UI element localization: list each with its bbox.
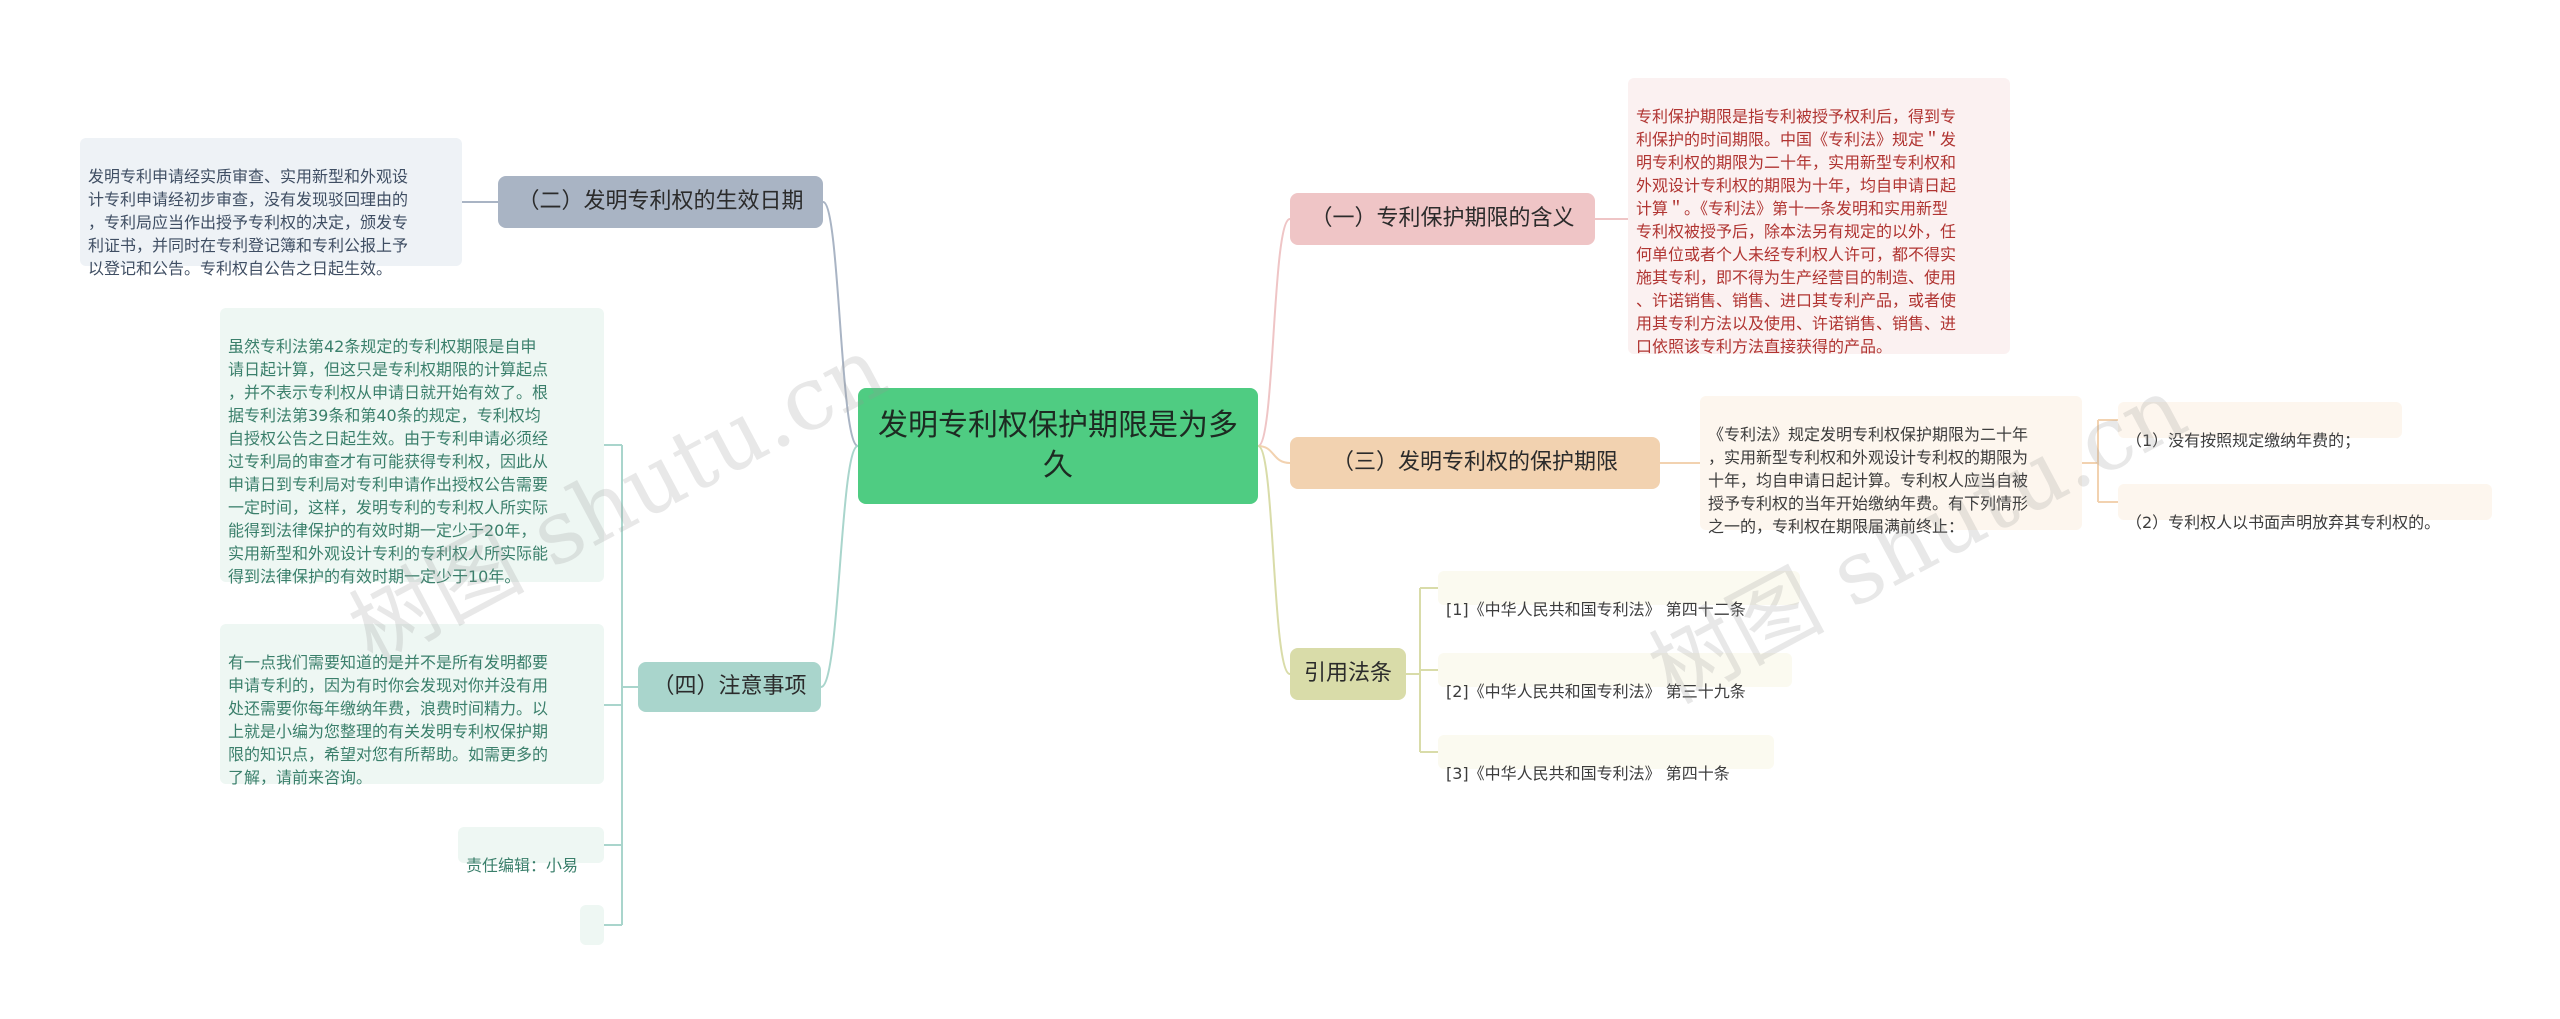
connector-center-topic3 bbox=[1257, 445, 1291, 464]
leaf-effective-date[interactable]: 发明专利申请经实质审查、实用新型和外观设 计专利申请经初步审查，没有发现驳回理由… bbox=[80, 138, 462, 278]
ref-item-2-text: [2]《中华人民共和国专利法》 第三十九条 bbox=[1446, 682, 1746, 701]
central-topic-label: 发明专利权保护期限是为多久 bbox=[878, 408, 1238, 483]
topic-meaning-label: （一）专利保护期限的含义 bbox=[1310, 206, 1575, 231]
ref-item-3-text: [3]《中华人民共和国专利法》 第四十条 bbox=[1446, 764, 1730, 783]
leaf-condition-2-text: （2）专利权人以书面声明放弃其专利权的。 bbox=[2126, 513, 2441, 532]
leaf-condition-1-text: （1）没有按照规定缴纳年费的； bbox=[2126, 431, 2361, 450]
connector-center-topic4 bbox=[820, 445, 859, 688]
topic-effective-date[interactable]: （二）发明专利权的生效日期 bbox=[498, 176, 823, 228]
topic-notes-label: （四）注意事项 bbox=[652, 674, 807, 699]
leaf-notes-1-text: 虽然专利法第42条规定的专利权期限是自申 请日起计算，但这只是专利权期限的计算起… bbox=[228, 337, 549, 586]
topic-meaning[interactable]: （一）专利保护期限的含义 bbox=[1290, 193, 1595, 245]
leaf-condition-2[interactable]: （2）专利权人以书面声明放弃其专利权的。 bbox=[2118, 484, 2492, 532]
leaf-empty[interactable] bbox=[580, 905, 604, 945]
leaf-notes-2[interactable]: 有一点我们需要知道的是并不是所有发明都要 申请专利的，因为有时你会发现对你并没有… bbox=[220, 624, 604, 787]
central-topic[interactable]: 发明专利权保护期限是为多久 bbox=[858, 388, 1258, 504]
topic-refs-label: 引用法条 bbox=[1303, 661, 1392, 686]
connector-refs-bracket bbox=[1406, 587, 1438, 753]
leaf-protection-period-text: 《专利法》规定发明专利权保护期限为二十年 ，实用新型专利权和外观设计专利权的期限… bbox=[1708, 425, 2029, 536]
topic-refs[interactable]: 引用法条 bbox=[1290, 648, 1406, 700]
topic-protection-period[interactable]: （三）发明专利权的保护期限 bbox=[1290, 437, 1660, 489]
leaf-editor[interactable]: 责任编辑：小易 bbox=[458, 827, 604, 875]
leaf-effective-date-text: 发明专利申请经实质审查、实用新型和外观设 计专利申请经初步审查，没有发现驳回理由… bbox=[88, 167, 409, 278]
topic-effective-date-label: （二）发明专利权的生效日期 bbox=[517, 189, 804, 214]
ref-item-1-text: [1]《中华人民共和国专利法》 第四十二条 bbox=[1446, 600, 1746, 619]
connector-center-topic2 bbox=[822, 201, 859, 447]
topic-notes[interactable]: （四）注意事项 bbox=[638, 662, 821, 712]
connector-center-refs bbox=[1257, 445, 1291, 675]
ref-item-1[interactable]: [1]《中华人民共和国专利法》 第四十二条 bbox=[1438, 571, 1800, 619]
leaf-condition-1[interactable]: （1）没有按照规定缴纳年费的； bbox=[2118, 402, 2402, 450]
leaf-meaning-text: 专利保护期限是指专利被授予权利后，得到专 利保护的时间期限。中国《专利法》规定＂… bbox=[1636, 107, 1957, 356]
topic-protection-period-label: （三）发明专利权的保护期限 bbox=[1331, 450, 1618, 475]
leaf-notes-1[interactable]: 虽然专利法第42条规定的专利权期限是自申 请日起计算，但这只是专利权期限的计算起… bbox=[220, 308, 604, 586]
leaf-notes-2-text: 有一点我们需要知道的是并不是所有发明都要 申请专利的，因为有时你会发现对你并没有… bbox=[228, 653, 549, 787]
connector-topic4-bracket bbox=[621, 445, 638, 925]
connector-center-topic1 bbox=[1257, 218, 1291, 447]
leaf-meaning[interactable]: 专利保护期限是指专利被授予权利后，得到专 利保护的时间期限。中国《专利法》规定＂… bbox=[1628, 78, 2010, 356]
ref-item-3[interactable]: [3]《中华人民共和国专利法》 第四十条 bbox=[1438, 735, 1774, 783]
connector-leaf-subs bbox=[2082, 419, 2118, 503]
ref-item-2[interactable]: [2]《中华人民共和国专利法》 第三十九条 bbox=[1438, 653, 1792, 701]
leaf-protection-period[interactable]: 《专利法》规定发明专利权保护期限为二十年 ，实用新型专利权和外观设计专利权的期限… bbox=[1700, 396, 2082, 536]
leaf-editor-text: 责任编辑：小易 bbox=[466, 856, 579, 875]
